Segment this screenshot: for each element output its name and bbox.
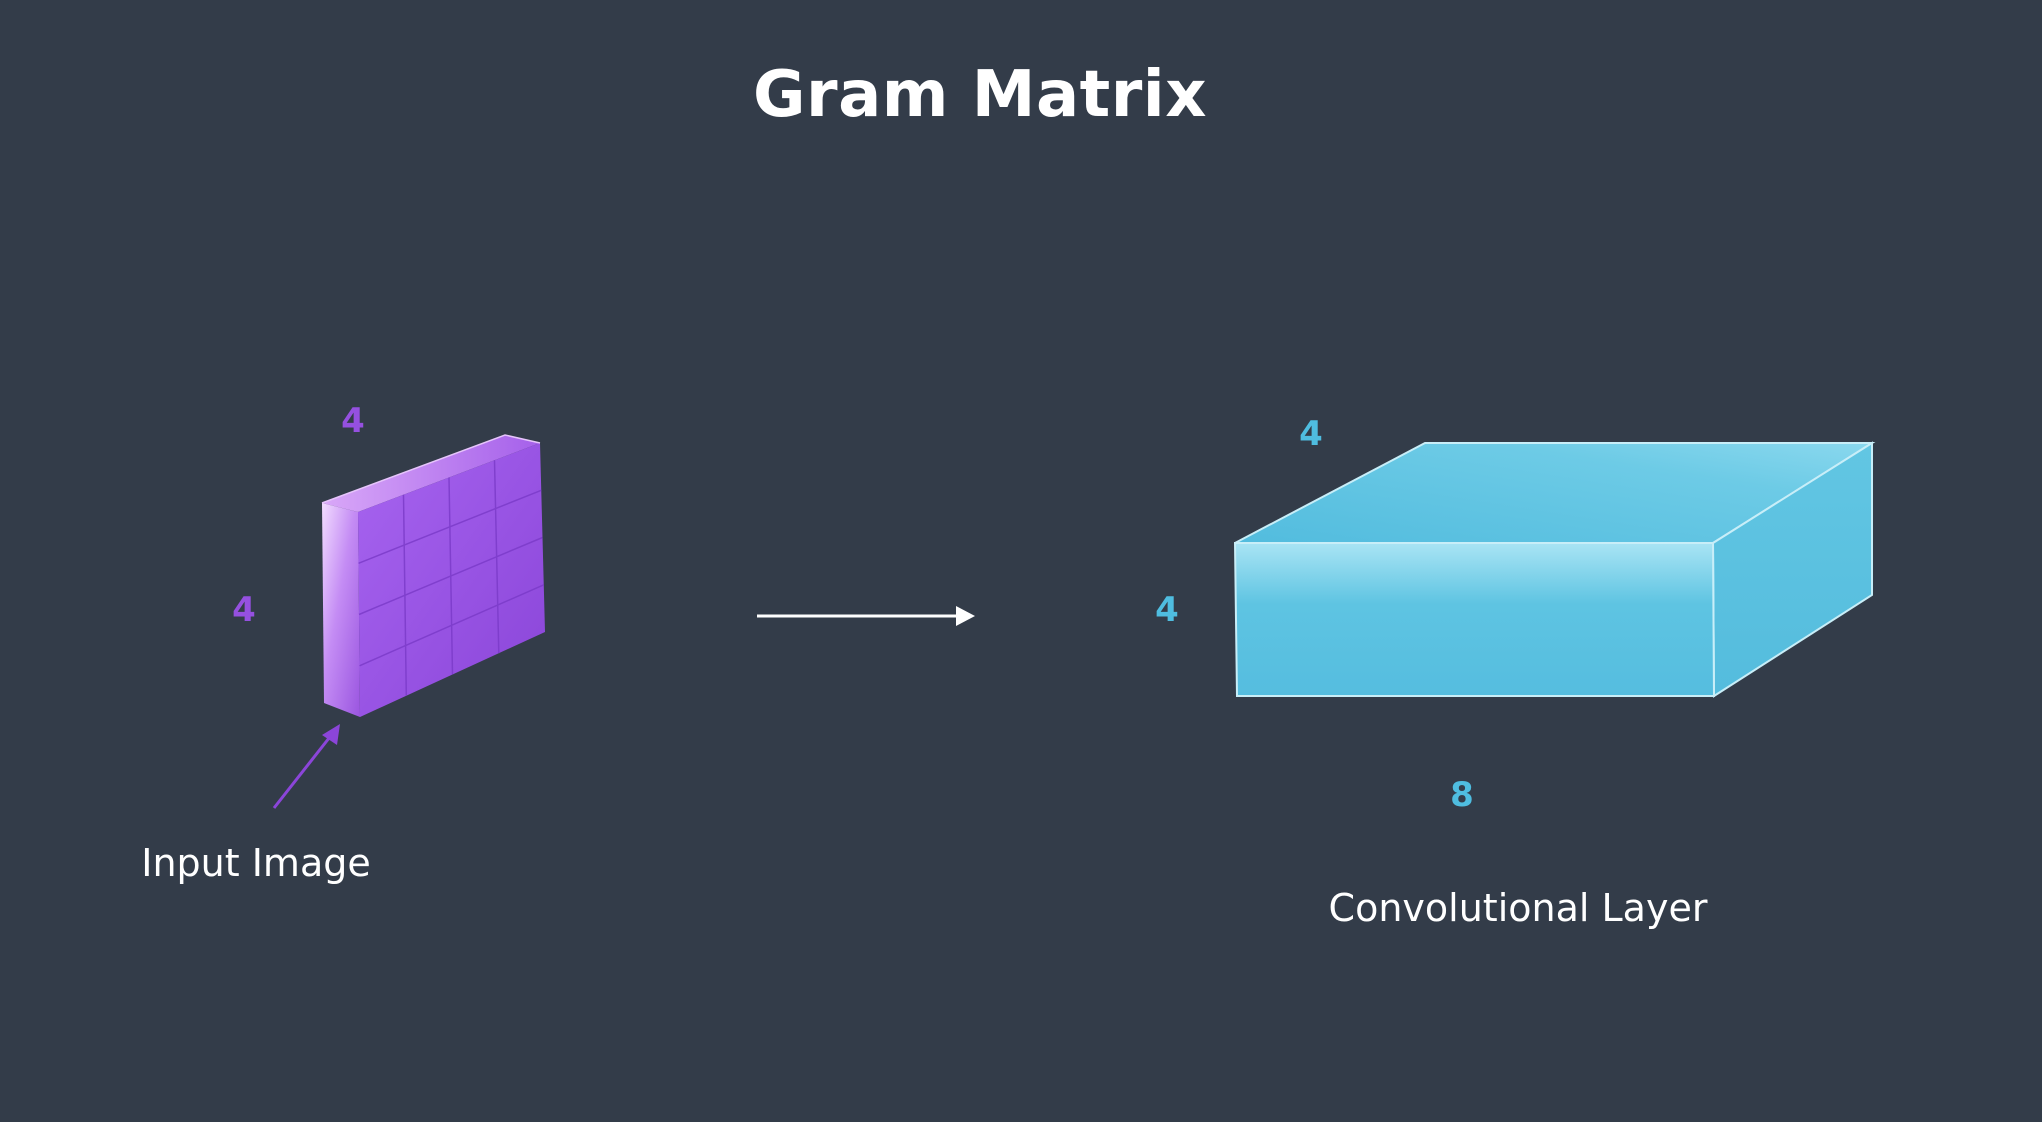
input-image-label: Input Image (141, 841, 370, 885)
conv-layer-height-dim: 4 (1155, 590, 1179, 630)
input-image-top-face (322, 435, 540, 512)
conv-layer-width-dim: 8 (1450, 775, 1474, 815)
input-image-grid (358, 460, 545, 696)
conv-layer-depth-dim: 4 (1299, 414, 1323, 454)
conv-layer-block (1233, 441, 1876, 698)
conv-layer-front-face (1233, 542, 1716, 697)
slide-title: Gram Matrix (753, 58, 1207, 132)
input-image-width-dim: 4 (341, 401, 365, 441)
input-image-pointer-arrow (272, 724, 340, 809)
input-image-height-dim: 4 (232, 590, 256, 630)
input-image-block (321, 434, 545, 717)
conv-layer-label: Convolutional Layer (1329, 886, 1708, 930)
transform-arrow (757, 606, 975, 626)
input-image-side-face (322, 503, 360, 717)
